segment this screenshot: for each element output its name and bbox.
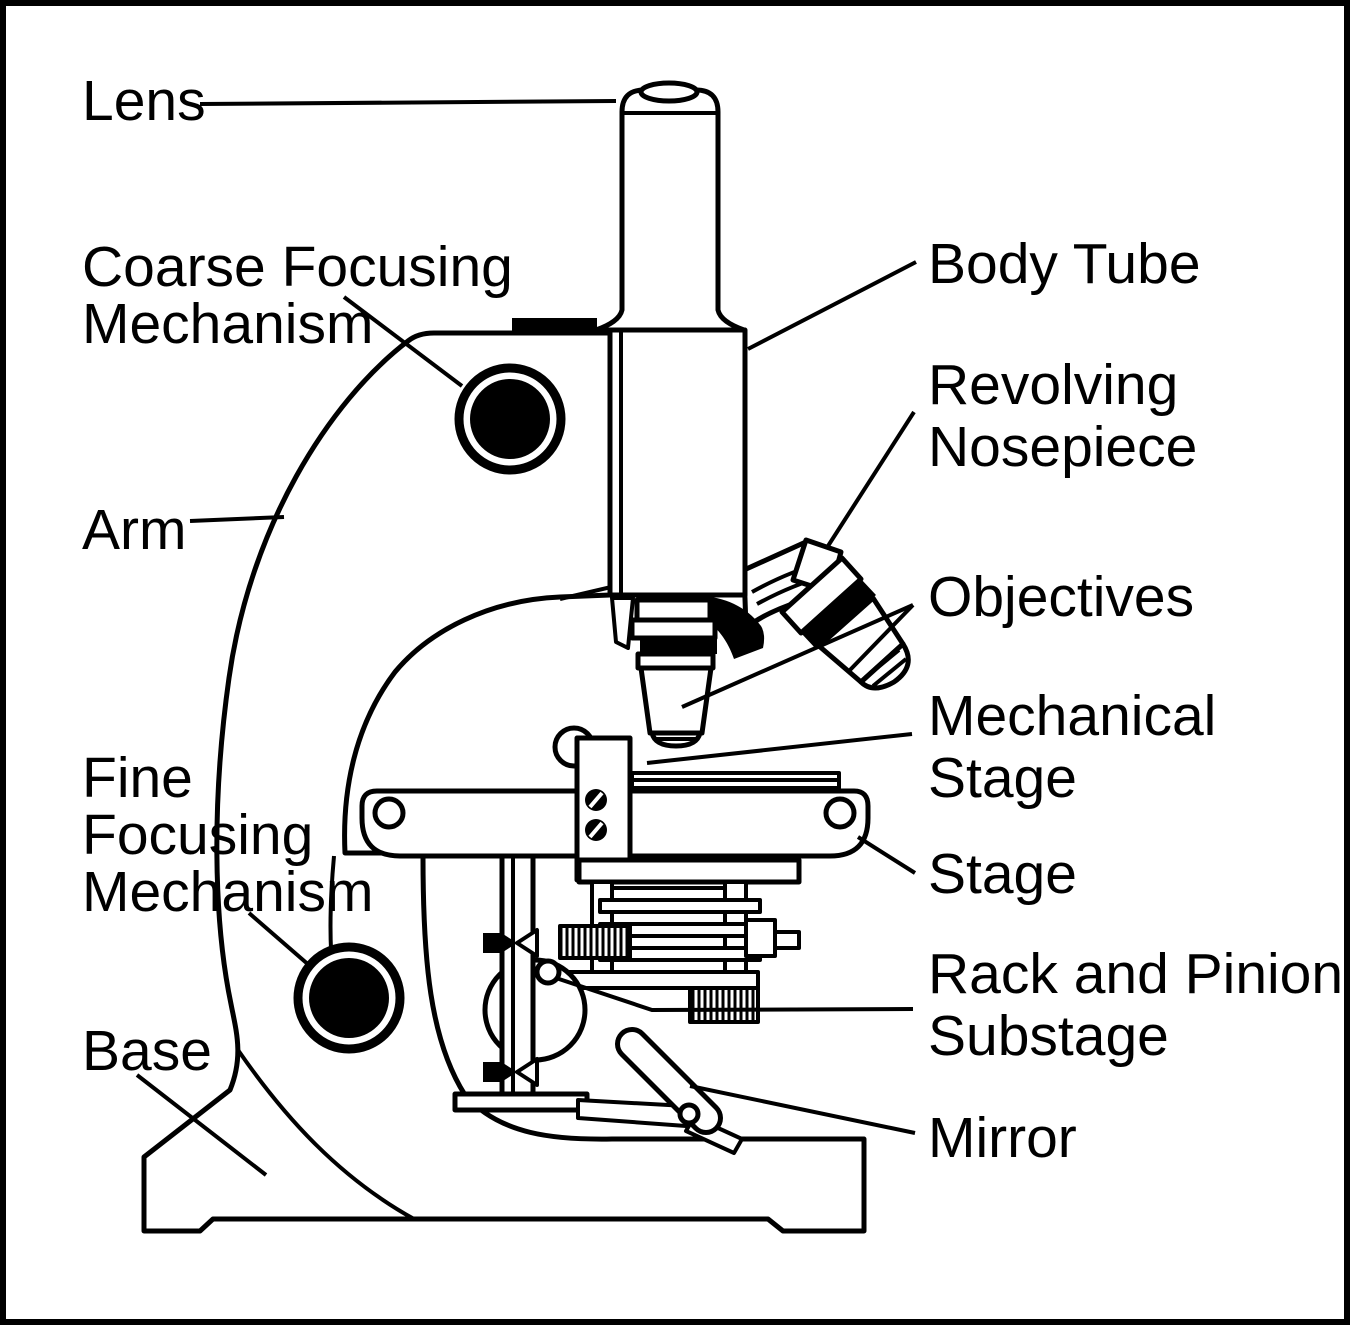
arm-top-clamp (512, 318, 597, 333)
label-fine-focusing-1: Fine (82, 746, 193, 810)
mechanical-stage-post (574, 735, 633, 883)
lens-leader (199, 99, 617, 106)
stage-group (359, 725, 871, 883)
label-body-tube: Body Tube (928, 232, 1201, 296)
substage-column (499, 853, 536, 1097)
rack-pinion-leader (555, 976, 914, 1013)
label-lens: Lens (82, 69, 206, 133)
mirror-leader (689, 1084, 916, 1135)
coarse-focusing-leader (342, 295, 464, 388)
label-objectives: Objectives (928, 565, 1194, 629)
objective-vertical (629, 597, 718, 749)
body-tube (607, 327, 748, 598)
lens-cap (638, 80, 700, 104)
label-mirror: Mirror (928, 1106, 1077, 1170)
label-mechanical-stage-2: Stage (928, 746, 1077, 810)
mirror-group (576, 1027, 744, 1155)
substage-plate (576, 857, 802, 885)
objectives-leader-1 (681, 603, 914, 709)
mirror-support (576, 1098, 688, 1128)
arm-foot-curve (236, 1048, 415, 1221)
substage-clamp-lower (483, 1057, 539, 1087)
stage-hole-right (823, 796, 857, 830)
label-arm: Arm (82, 498, 186, 562)
label-base: Base (82, 1019, 212, 1083)
substage-clamp-upper (483, 928, 539, 958)
label-fine-focusing-3: Mechanism (82, 860, 373, 924)
label-rack-pinion-2: Substage (928, 1004, 1169, 1068)
rack-pinion-knob-2 (688, 986, 760, 1024)
labels: Lens Coarse Focusing Mechanism Arm Fine … (82, 69, 1343, 1170)
body-tube-leader (747, 260, 917, 351)
stage-hole-left (372, 796, 406, 830)
substage-group (452, 853, 802, 1113)
base-leader (135, 1073, 268, 1177)
substage-foot-bracket (452, 1091, 590, 1113)
microscope-drawing (141, 80, 911, 1234)
label-fine-focusing-2: Focusing (82, 803, 313, 867)
stage-leader (856, 835, 917, 875)
label-rack-pinion-1: Rack and Pinion (928, 942, 1343, 1006)
revolving-nosepiece-leader (826, 410, 916, 548)
label-stage: Stage (928, 842, 1077, 906)
objectives-leader-2 (848, 603, 915, 672)
arm-leader (189, 515, 285, 523)
label-mechanical-stage-1: Mechanical (928, 684, 1216, 748)
nosepiece-bracket (610, 596, 635, 650)
coarse-focus-knob (470, 379, 550, 459)
mirror-pivot (677, 1102, 701, 1126)
pinion-pivot (534, 958, 562, 986)
mechanical-stage-leader (646, 732, 913, 765)
fine-focusing-leader (247, 911, 312, 968)
leader-lines (135, 99, 917, 1177)
fine-focus-knob (309, 958, 389, 1038)
label-coarse-focusing-1: Coarse Focusing (82, 235, 513, 299)
rack-pinion-knob-1 (558, 924, 632, 960)
label-revolving-nosepiece-1: Revolving (928, 353, 1178, 417)
label-coarse-focusing-2: Mechanism (82, 292, 373, 356)
label-revolving-nosepiece-2: Nosepiece (928, 415, 1197, 479)
